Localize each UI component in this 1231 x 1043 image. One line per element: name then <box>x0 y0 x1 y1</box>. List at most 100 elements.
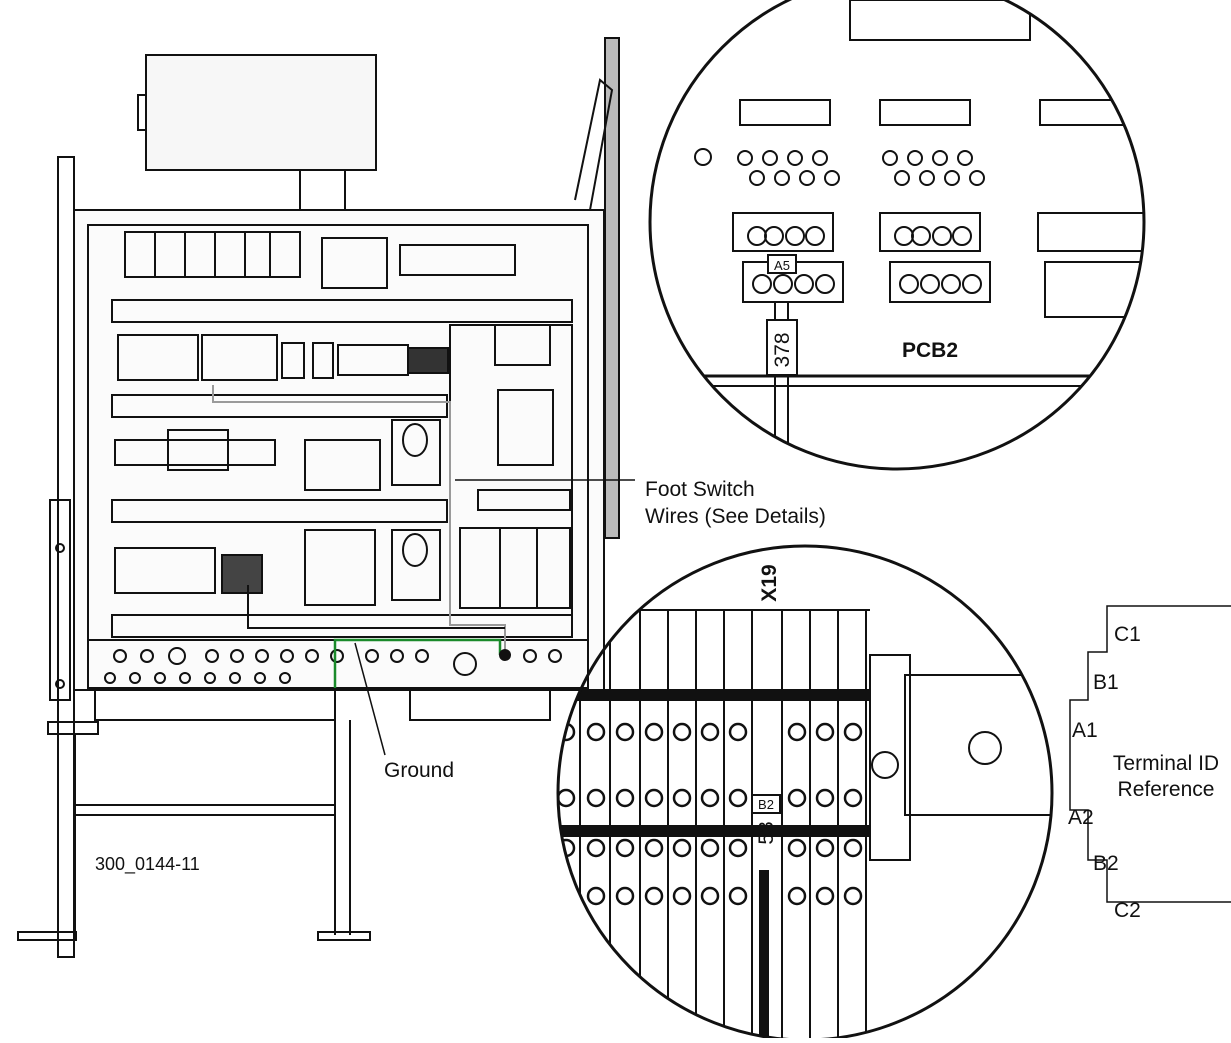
drive-fan <box>402 533 428 567</box>
knockout <box>204 672 216 684</box>
drawing-number: 300_0144-11 <box>95 854 200 875</box>
left-post <box>57 156 75 958</box>
led <box>774 170 790 186</box>
terminal-screw <box>615 886 635 906</box>
leader-lines <box>354 479 635 756</box>
knockout <box>113 649 127 663</box>
terminal-screw <box>728 788 748 808</box>
power-supply <box>321 237 388 289</box>
terminal-screw <box>586 886 606 906</box>
terminal-screw <box>728 722 748 742</box>
terminal-screw <box>615 788 635 808</box>
knockout <box>229 672 241 684</box>
top-enclosure <box>145 54 377 171</box>
led <box>749 170 765 186</box>
screw-terminal <box>920 274 940 294</box>
terminal-screw <box>672 788 692 808</box>
pin-header <box>1039 99 1131 126</box>
mount-plate <box>497 389 554 466</box>
pcb-detail-contents <box>650 0 1144 469</box>
ref-id-a2: A2 <box>1068 806 1094 829</box>
screw-terminal <box>815 274 835 294</box>
screw-terminal <box>752 274 772 294</box>
terminal-screw <box>700 838 720 858</box>
connector-upper <box>879 212 981 252</box>
led <box>919 170 935 186</box>
terminal-marker-a5 <box>767 254 797 274</box>
ref-id-b1: B1 <box>1093 671 1119 694</box>
knockout <box>255 649 269 663</box>
foot-switch-wire <box>212 385 506 650</box>
stand-foot <box>17 931 77 941</box>
screw-terminal <box>764 226 784 246</box>
knockout <box>365 649 379 663</box>
screw-terminal <box>894 226 914 246</box>
pin-header <box>879 99 971 126</box>
wire-duct <box>111 299 573 323</box>
screw-terminal <box>952 226 972 246</box>
knockout <box>179 672 191 684</box>
terminal-label-a5: A5 <box>774 258 790 273</box>
din-rail-band <box>559 689 871 701</box>
screw-terminal <box>899 274 919 294</box>
terminal-strip <box>399 244 516 276</box>
terminal-screw <box>728 838 748 858</box>
led <box>894 170 910 186</box>
terminal-bank <box>407 347 449 374</box>
drive-unit <box>391 419 441 486</box>
terminal-screw <box>558 886 576 906</box>
terminal-screw <box>815 788 835 808</box>
wire-entry-point <box>499 649 511 661</box>
bus-bar <box>477 489 571 511</box>
connector-lower <box>889 261 991 303</box>
knockout <box>523 649 537 663</box>
terminal-screw <box>672 838 692 858</box>
terminal-screw <box>843 722 863 742</box>
door-hinge-arm <box>574 78 614 211</box>
din-rail-band <box>559 825 871 837</box>
terminal-screw <box>787 886 807 906</box>
screw-terminal <box>962 274 982 294</box>
plc-expansion <box>114 547 216 594</box>
transformer <box>304 529 376 606</box>
terminal-block-contents <box>559 609 1052 1040</box>
terminal-screw <box>672 886 692 906</box>
pump-base <box>409 689 551 721</box>
knockout <box>330 649 344 663</box>
terminal-strip <box>114 439 276 466</box>
knockout <box>548 649 562 663</box>
wire-label-53: 53 <box>755 821 778 844</box>
pcb-label: PCB2 <box>902 339 958 362</box>
wire-duct <box>111 614 573 638</box>
stand-foot <box>317 931 371 941</box>
knockout <box>230 649 244 663</box>
terminal-bank <box>221 554 263 594</box>
terminal-screw <box>586 838 606 858</box>
terminal-screw <box>700 722 720 742</box>
screw-terminal <box>773 274 793 294</box>
knockout <box>168 647 186 665</box>
contactor-bank <box>459 527 571 609</box>
end-clamp <box>869 654 911 861</box>
screw-terminal <box>747 226 767 246</box>
foot-switch-wire <box>247 585 505 629</box>
led <box>882 150 898 166</box>
terminal-screw <box>787 838 807 858</box>
knockout <box>140 649 154 663</box>
led <box>824 170 840 186</box>
connector-lower <box>1044 261 1144 318</box>
knockout <box>104 672 116 684</box>
ref-title-line1: Terminal ID <box>1113 752 1219 775</box>
terminal-screw <box>815 838 835 858</box>
ground-wire <box>333 638 502 688</box>
terminal-block-detail: X19 B2 53 <box>556 544 1054 1042</box>
pcb-header-connector <box>849 0 1031 41</box>
screw-terminal <box>932 226 952 246</box>
terminal-screw <box>700 886 720 906</box>
led <box>694 148 712 166</box>
foot-switch-label-line2: Wires (See Details) <box>645 505 826 528</box>
foot-switch-label-line1: Foot Switch <box>645 478 755 501</box>
led <box>969 170 985 186</box>
terminal-label-b2: B2 <box>758 797 774 812</box>
